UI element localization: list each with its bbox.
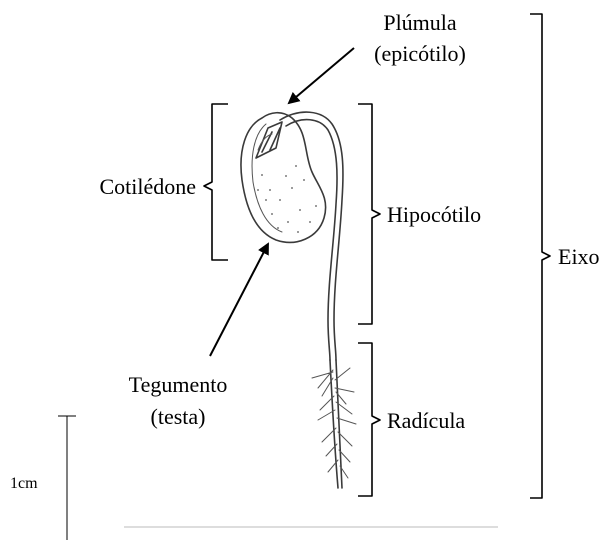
brace-eixo (530, 14, 550, 498)
label-eixo: Eixo (558, 244, 600, 269)
label-scale: 1cm (10, 475, 38, 492)
label-radicula: Radícula (387, 408, 465, 433)
label-cotiledone: Cotilédone (99, 174, 196, 199)
plumule-shape (256, 122, 282, 158)
cotyledon-shape (241, 113, 326, 243)
brace-radicula (358, 343, 380, 496)
label-tegumento-sub: (testa) (151, 404, 206, 429)
brace-cotiledone (204, 104, 228, 260)
label-plumula-sub: (epicótilo) (374, 41, 466, 66)
scale-bar (58, 416, 76, 540)
seedling-illustration (241, 112, 356, 488)
label-plumula: Plúmula (383, 10, 457, 35)
label-tegumento: Tegumento (129, 372, 228, 397)
seed-texture (257, 165, 317, 233)
label-hipocotilo: Hipocótilo (387, 202, 481, 227)
brace-hipocotilo (358, 104, 380, 324)
arrow-plumula (289, 48, 354, 103)
